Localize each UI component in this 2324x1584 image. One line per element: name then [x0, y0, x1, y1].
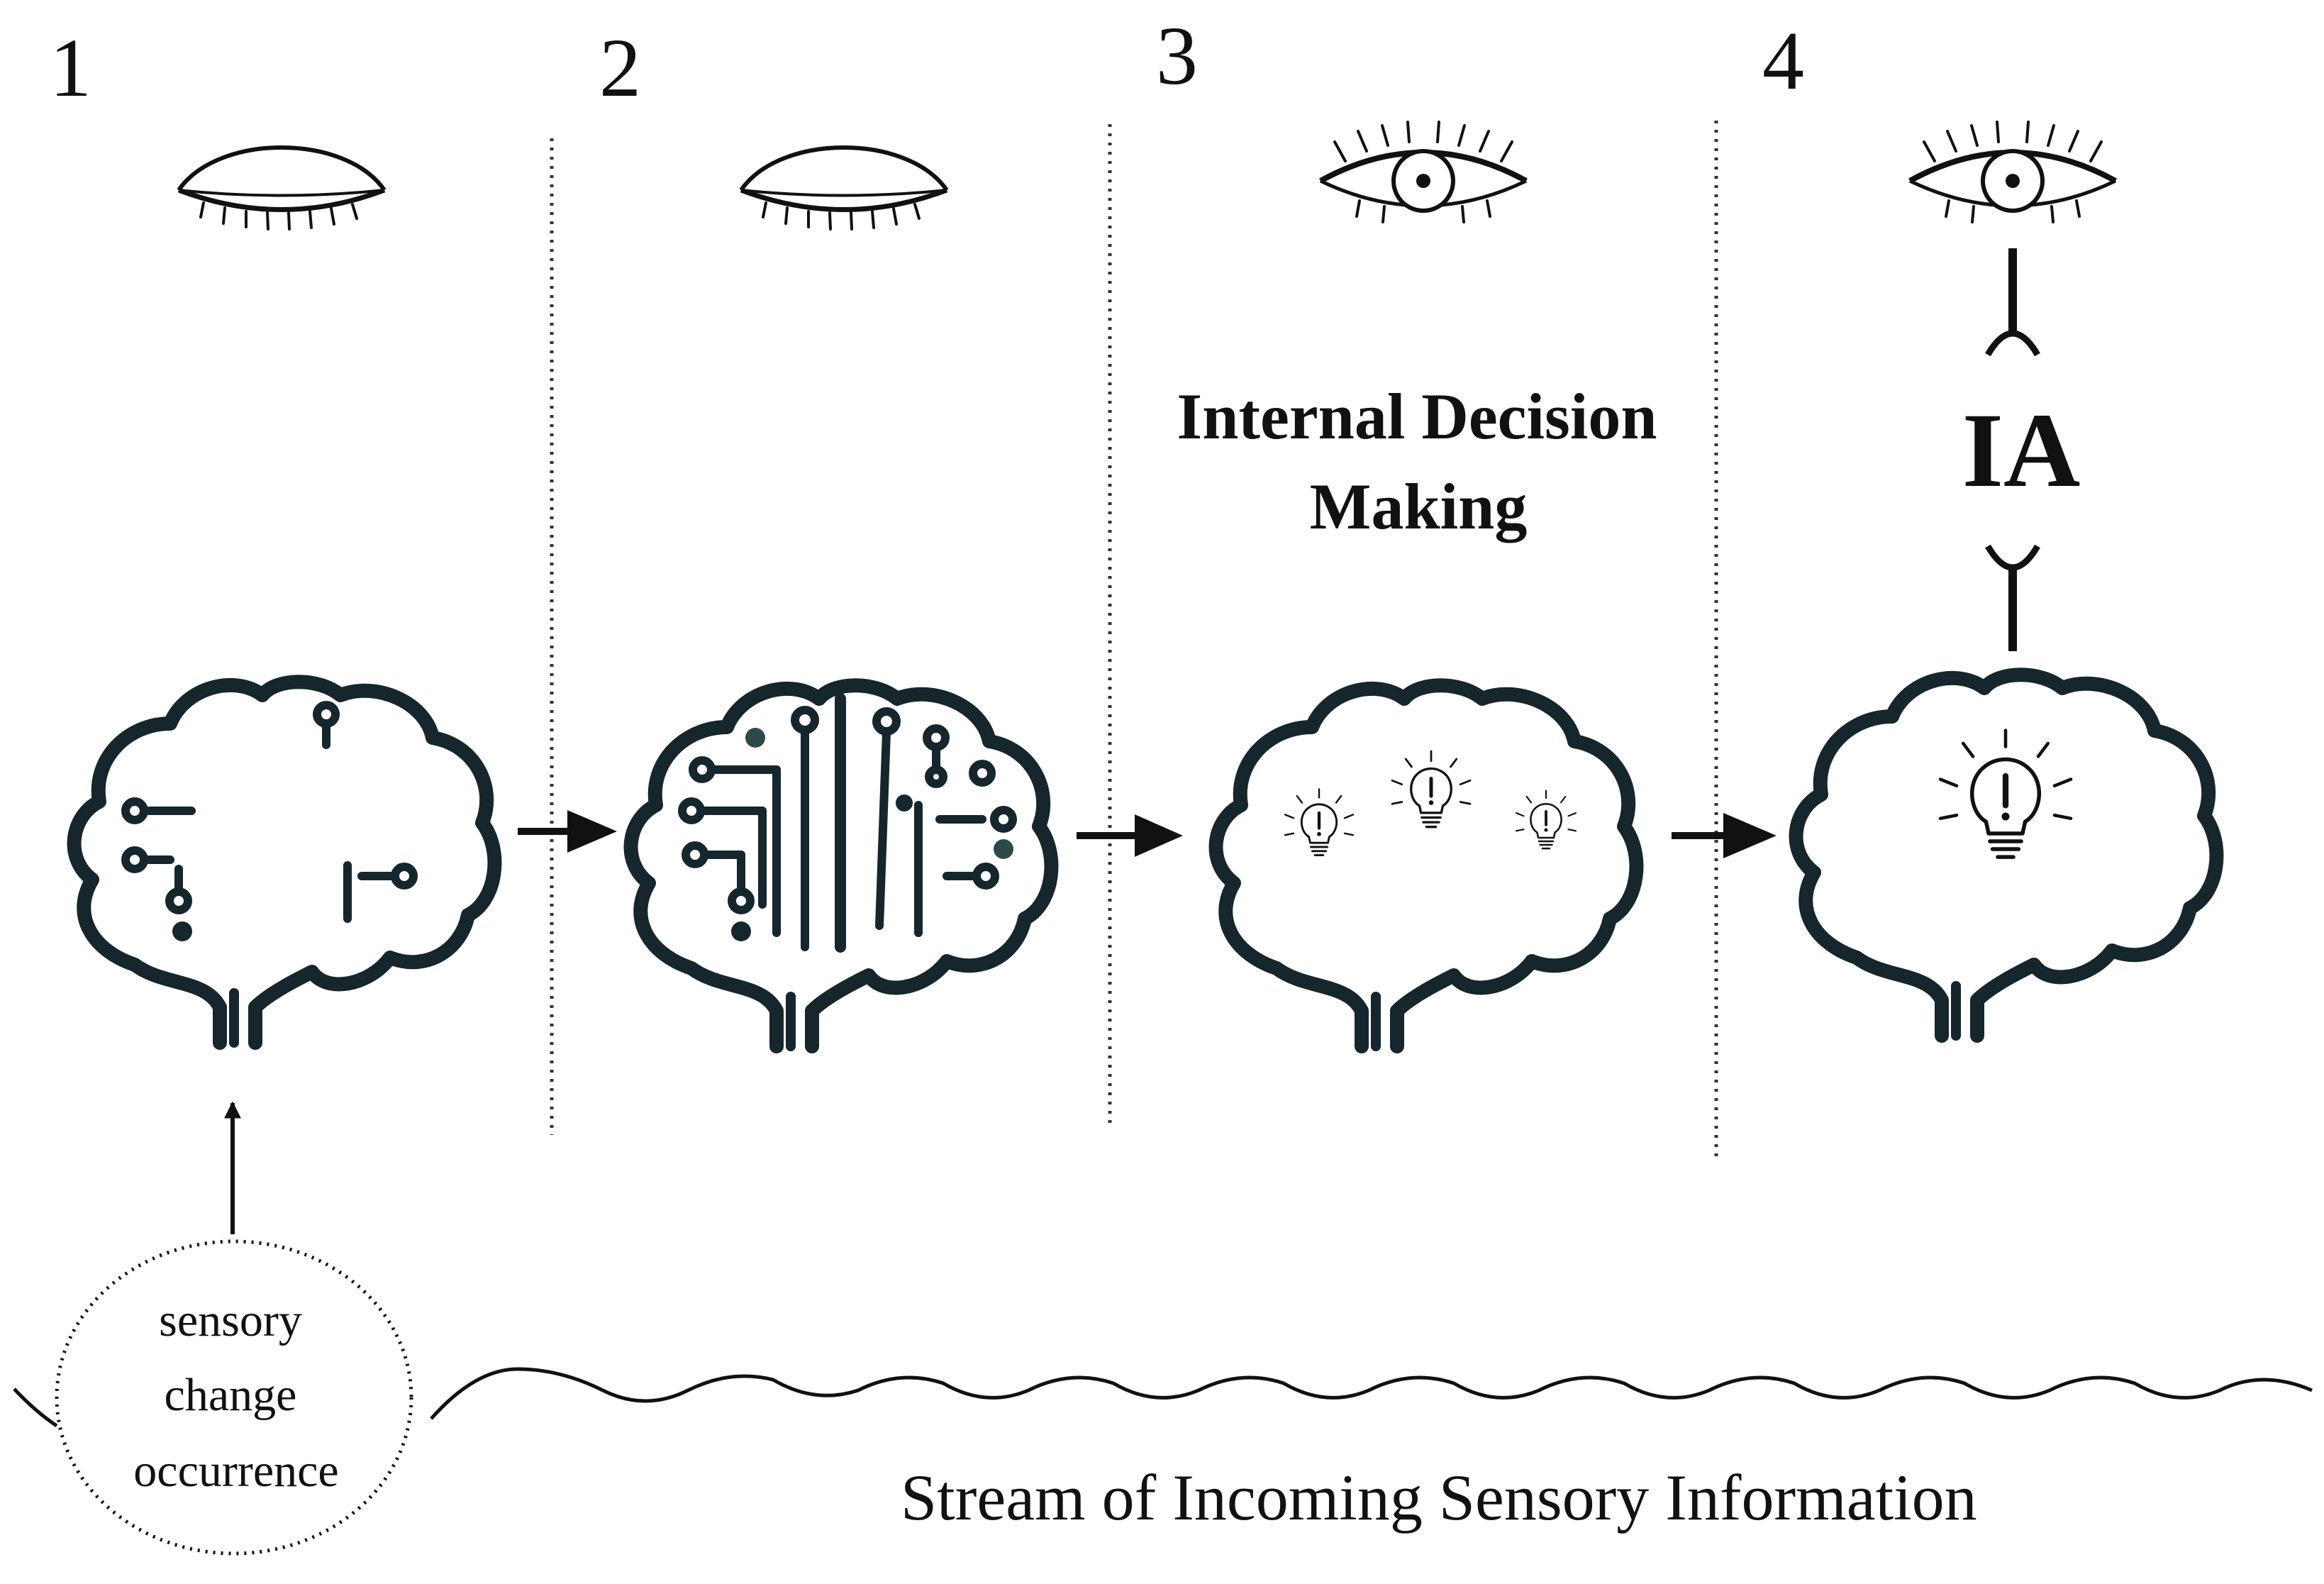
- closed-eye-icon: [741, 148, 947, 229]
- ia-connector-top: [1985, 248, 2040, 357]
- sensory-stream-wave: [13, 1367, 2313, 1428]
- internal-decision-label-line1: Internal Decision: [1177, 380, 1657, 453]
- stage-number-4: 4: [1762, 14, 1804, 107]
- brain-circuit-sparse-icon: [74, 682, 495, 1043]
- trigger-line-1: sensory: [159, 1295, 302, 1346]
- ia-connector-bottom: [1985, 544, 2040, 651]
- ia-label: IA: [1962, 392, 2081, 509]
- brain-three-lightbulbs-icon: [1216, 685, 1637, 1046]
- trigger-line-2: change: [165, 1369, 297, 1421]
- closed-eye-icon: [179, 148, 384, 229]
- open-eye-icon: [1910, 122, 2115, 222]
- brain-circuit-dense-icon: [631, 685, 1052, 1046]
- stage-number-2: 2: [599, 21, 641, 114]
- sensory-change-circle: [55, 1239, 413, 1556]
- stage-number-1: 1: [50, 21, 91, 114]
- trigger-line-3: occurrence: [133, 1445, 338, 1497]
- brain-lightbulb-icon: [1796, 675, 2217, 1036]
- open-eye-icon: [1321, 122, 1526, 222]
- internal-decision-label-line2: Making: [1310, 470, 1528, 543]
- stage-number-3: 3: [1156, 9, 1198, 102]
- stream-label: Stream of Incoming Sensory Information: [901, 1461, 1977, 1534]
